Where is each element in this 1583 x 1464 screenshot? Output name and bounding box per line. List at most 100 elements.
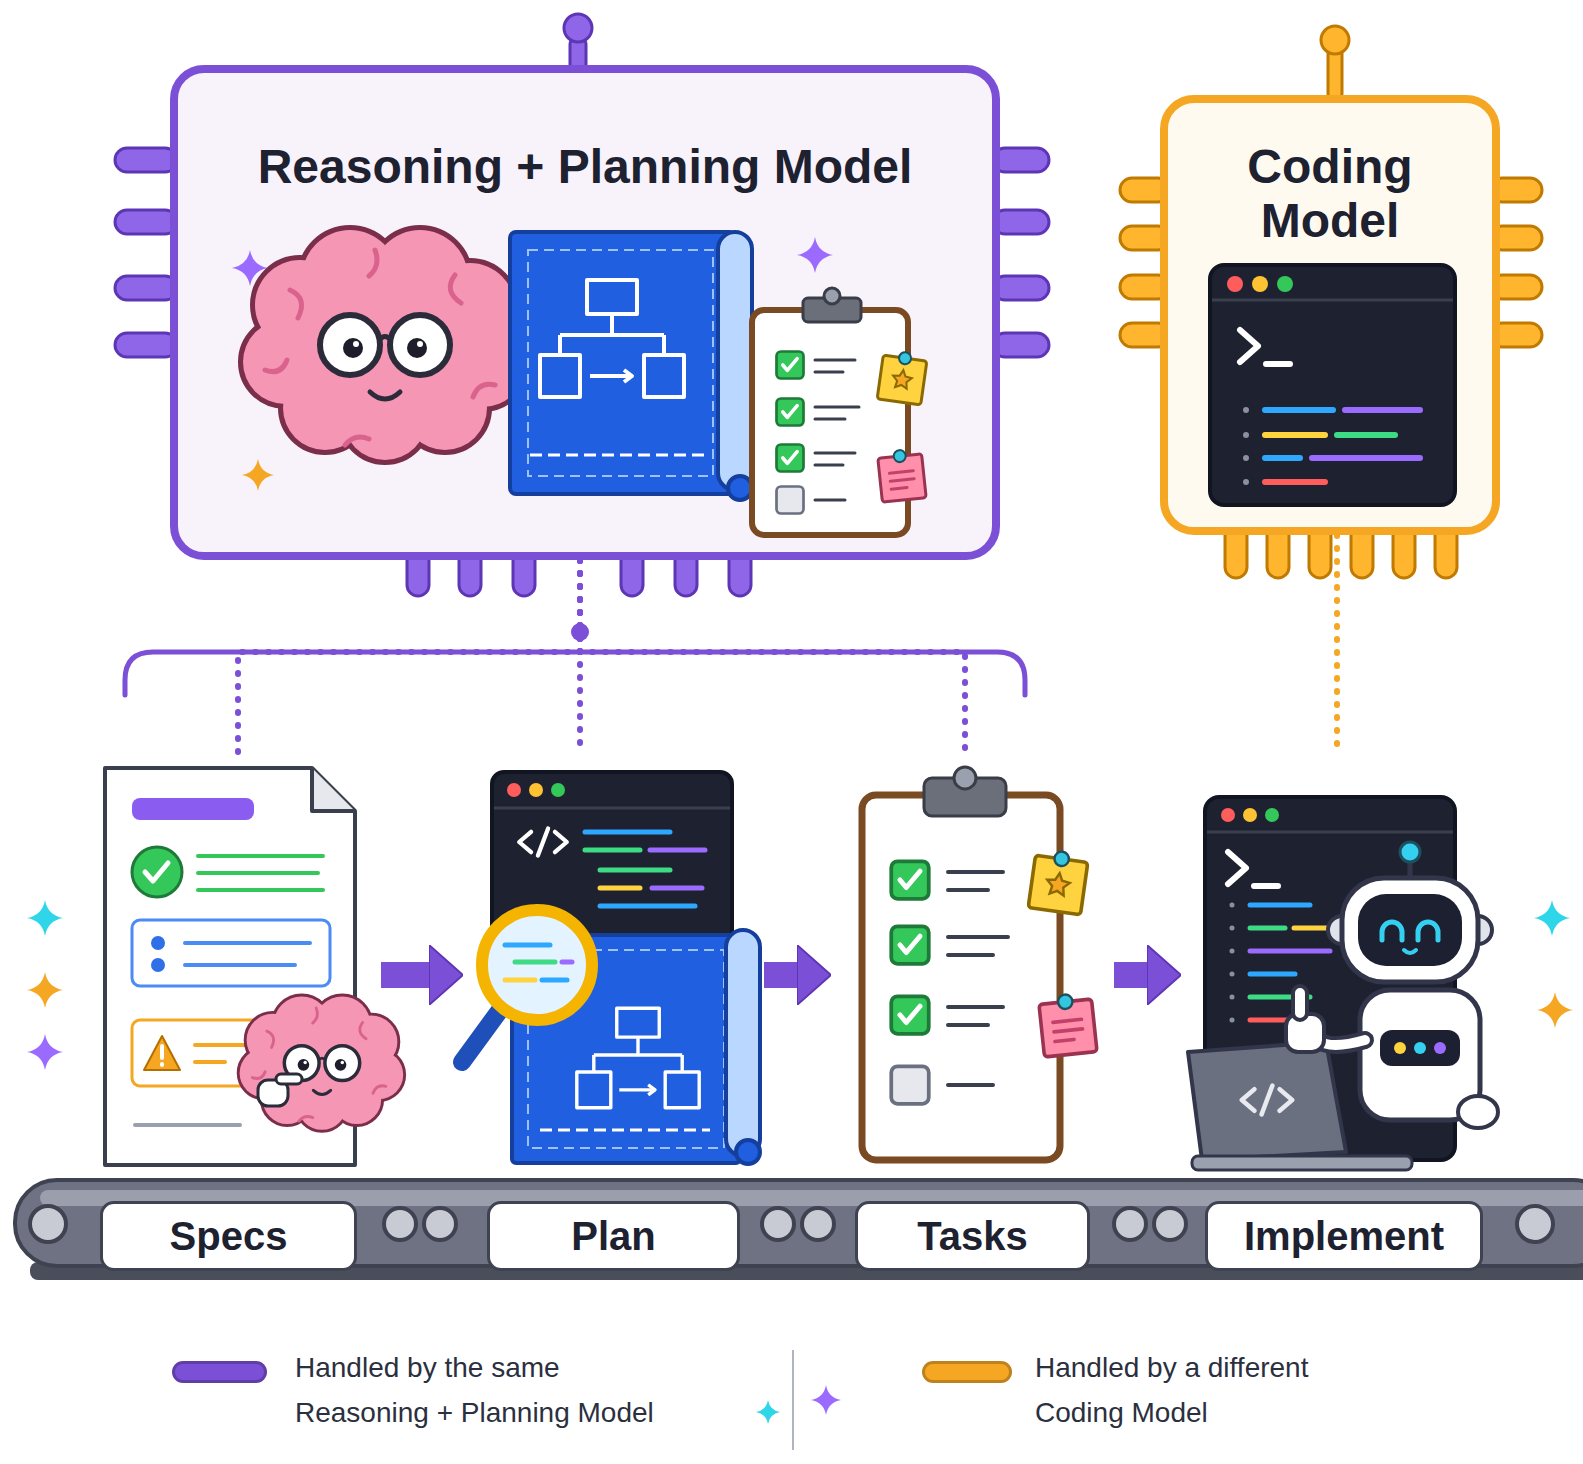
plan-illustration	[494, 807, 730, 810]
flow-arrow	[764, 962, 801, 988]
implement-illustration	[1414, 1042, 1426, 1054]
terminal-window	[1265, 432, 1325, 438]
blueprint	[718, 232, 752, 490]
plan-illustration	[542, 978, 567, 983]
task-clipboard	[877, 349, 928, 405]
flow-arrow	[1114, 962, 1151, 988]
blueprint	[510, 232, 752, 500]
model-title: Coding Model	[1220, 140, 1440, 248]
implement-illustration	[1221, 808, 1235, 822]
conveyor-belt	[1114, 1208, 1146, 1240]
pipeline-stage: Specs	[100, 755, 357, 1271]
plan-illustration	[551, 783, 565, 797]
sparkles	[27, 972, 63, 1008]
task-clipboard	[777, 445, 804, 472]
implement-illustration	[1250, 1018, 1290, 1023]
spec-document	[185, 943, 310, 965]
plan-illustration	[585, 848, 640, 853]
blueprint	[728, 476, 752, 500]
chip-pins	[1328, 50, 1342, 98]
task-clipboard	[777, 399, 804, 426]
blueprint	[528, 250, 713, 476]
terminal-window	[1277, 276, 1293, 292]
spec-document	[160, 1046, 164, 1065]
spec-document	[151, 958, 165, 972]
chip-pins	[115, 276, 177, 300]
plan-illustration	[505, 978, 535, 983]
task-clipboard	[954, 767, 976, 789]
implement-illustration	[1250, 972, 1295, 977]
chip-pins	[1321, 26, 1349, 54]
step-label: Implement	[1205, 1201, 1483, 1271]
conveyor-belt	[384, 1208, 416, 1240]
plan-illustration	[600, 868, 670, 873]
implement-illustration	[1242, 1086, 1292, 1115]
sparkles	[756, 1400, 780, 1424]
plan-illustration	[507, 783, 521, 797]
plan-illustration	[462, 772, 760, 1164]
implement-illustration	[1400, 842, 1420, 862]
spec-document	[198, 856, 323, 890]
implement-illustration	[1265, 808, 1279, 822]
pipeline-stage: Plan	[487, 755, 740, 1271]
spec-document	[145, 863, 168, 881]
spec-document	[258, 1074, 302, 1106]
plan-illustration	[652, 886, 702, 891]
chip-pins	[993, 276, 1049, 300]
plan-illustration	[529, 783, 543, 797]
group-bracket	[125, 652, 1025, 695]
plan-illustration	[600, 886, 640, 891]
chip-pins	[115, 148, 177, 172]
legend-divider	[792, 1350, 794, 1450]
plan-illustration	[577, 1008, 699, 1107]
implement-illustration	[1188, 1042, 1346, 1160]
spec-document	[144, 1036, 180, 1070]
plan-illustration	[562, 960, 572, 965]
terminal-window	[1265, 479, 1325, 485]
implement-illustration	[1394, 1042, 1406, 1054]
terminal-window	[1210, 265, 1455, 505]
plan-illustration	[650, 848, 705, 853]
terminal-window	[1227, 276, 1243, 292]
chip-pins	[993, 148, 1049, 172]
task-clipboard	[824, 288, 840, 304]
task-clipboard	[1038, 992, 1097, 1057]
sparkles	[797, 237, 833, 273]
plan-illustration	[585, 830, 670, 835]
implement-illustration	[1228, 852, 1278, 886]
implement-illustration	[1358, 894, 1462, 966]
spec-document	[132, 847, 182, 897]
spec-document	[132, 920, 330, 986]
blueprint	[540, 280, 684, 397]
spec-document	[276, 1074, 302, 1084]
sparkles	[1537, 992, 1573, 1028]
implement-illustration	[1243, 808, 1257, 822]
conveyor-belt	[1517, 1206, 1553, 1242]
coding-model-chip: Coding Model	[1160, 95, 1500, 535]
task-clipboard	[1028, 848, 1089, 915]
task-clipboard	[948, 872, 1008, 1085]
implement-illustration	[1250, 926, 1285, 931]
dotted-connector	[580, 560, 965, 755]
plan-illustration	[462, 1010, 500, 1062]
implement-illustration	[1382, 922, 1438, 940]
conveyor-belt	[30, 1206, 66, 1242]
legend-swatch	[922, 1361, 1012, 1383]
spec-document	[240, 996, 404, 1129]
sparkles	[1534, 900, 1570, 936]
blueprint	[530, 454, 705, 457]
plan-illustration	[515, 960, 555, 965]
spec-document	[132, 798, 254, 820]
conveyor-belt	[1154, 1208, 1186, 1240]
plan-illustration	[540, 1129, 710, 1132]
chip-pins	[1120, 26, 1542, 578]
task-clipboard	[891, 861, 929, 899]
model-title: Reasoning + Planning Model	[258, 140, 913, 194]
terminal-window	[1345, 407, 1420, 413]
implement-illustration	[1458, 1096, 1498, 1128]
terminal-window	[1210, 265, 1455, 505]
plan-illustration	[600, 904, 695, 909]
